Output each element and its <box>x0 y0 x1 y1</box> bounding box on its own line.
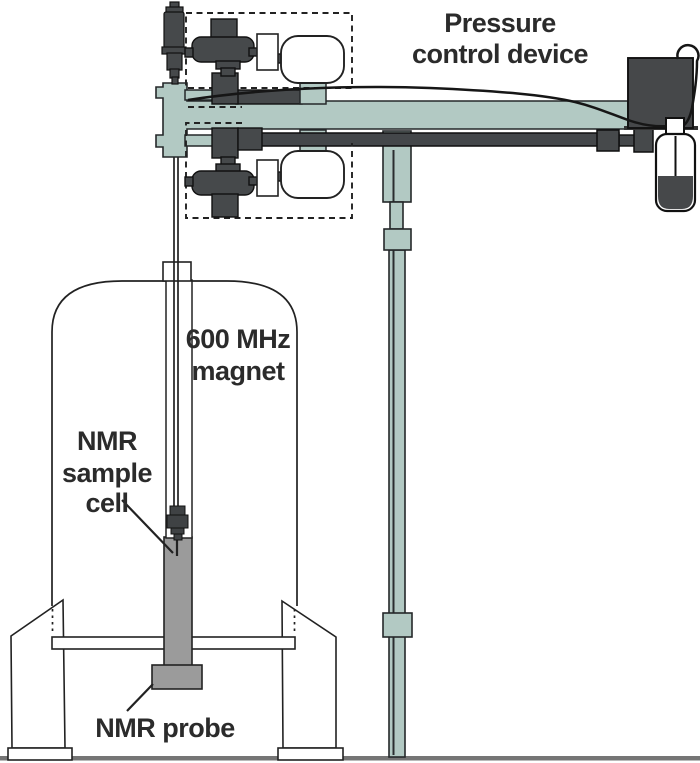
pole-coupler-upper <box>383 228 412 251</box>
regulator-top-neck <box>220 67 236 77</box>
label-cell-line1: NMR <box>77 426 137 456</box>
text-labels: Pressure control device 600 MHz magnet N… <box>62 8 589 743</box>
nmr-sample-cell <box>166 505 189 541</box>
label-pressure-line1: Pressure <box>444 8 556 38</box>
sample-tube <box>165 279 193 539</box>
sample-cell-leader-line <box>121 499 174 554</box>
rail-coupler-2 <box>633 128 654 153</box>
capillary-line <box>173 157 179 556</box>
left-leg <box>10 598 66 749</box>
left-foot <box>7 747 73 761</box>
sample-bottle <box>654 117 697 213</box>
label-magnet-line1: 600 MHz <box>186 324 291 354</box>
magnet-support-legs <box>7 598 344 761</box>
pressure-gauge-bottom <box>256 159 279 197</box>
probe-column <box>163 536 193 667</box>
dashed-box-bottom <box>185 122 353 219</box>
gas-rail <box>255 128 654 153</box>
label-probe: NMR probe <box>95 713 235 743</box>
regulator-bottom-diaphragm <box>191 170 255 196</box>
label-cell-line2: sample <box>62 458 153 488</box>
reservoir-tank-top <box>280 35 345 84</box>
nmr-probe-box <box>151 664 203 690</box>
pole-neck <box>389 201 404 230</box>
tube-collar <box>162 261 192 282</box>
hidden-wall-dotted-lines <box>51 609 296 634</box>
label-cell-line3: cell <box>85 488 128 518</box>
manifold-arm-bottom <box>184 134 216 147</box>
regulator-bottom-cap <box>211 193 239 218</box>
reservoir-tank-bottom <box>280 150 345 199</box>
probe-leader-line <box>126 683 154 712</box>
regulator-bottom-stub-left <box>184 176 194 187</box>
rail-mid-fitting <box>618 134 636 147</box>
electronics-box <box>627 57 694 129</box>
rail-coupler-1 <box>596 129 620 152</box>
pole-shaft <box>388 249 406 758</box>
support-pole <box>382 130 413 758</box>
regulator-bottom-body-block <box>211 127 239 159</box>
rail-elbow <box>237 127 263 151</box>
pressure-gauge-top <box>256 33 279 71</box>
floor-line <box>0 756 700 761</box>
shutoff-valve <box>161 1 187 85</box>
tank-mount-top <box>299 82 327 105</box>
beam-cable <box>187 85 671 128</box>
label-magnet-line2: magnet <box>191 356 285 386</box>
regulator-top-body-block <box>211 72 239 105</box>
cables <box>187 43 700 128</box>
gas-regulator-top <box>184 18 283 105</box>
rail-bar <box>255 132 620 147</box>
bottle-liquid <box>658 176 693 209</box>
regulator-top-stub-left <box>184 47 194 58</box>
right-foot <box>277 747 344 761</box>
box-cable-loop <box>676 43 700 127</box>
regulator-top-cap <box>210 18 238 39</box>
pole-coupler-lower <box>382 612 413 638</box>
regulator-top-diaphragm <box>191 36 255 63</box>
label-pressure-line2: control device <box>412 39 589 69</box>
gas-regulator-bottom <box>184 127 283 218</box>
right-leg <box>281 599 337 749</box>
